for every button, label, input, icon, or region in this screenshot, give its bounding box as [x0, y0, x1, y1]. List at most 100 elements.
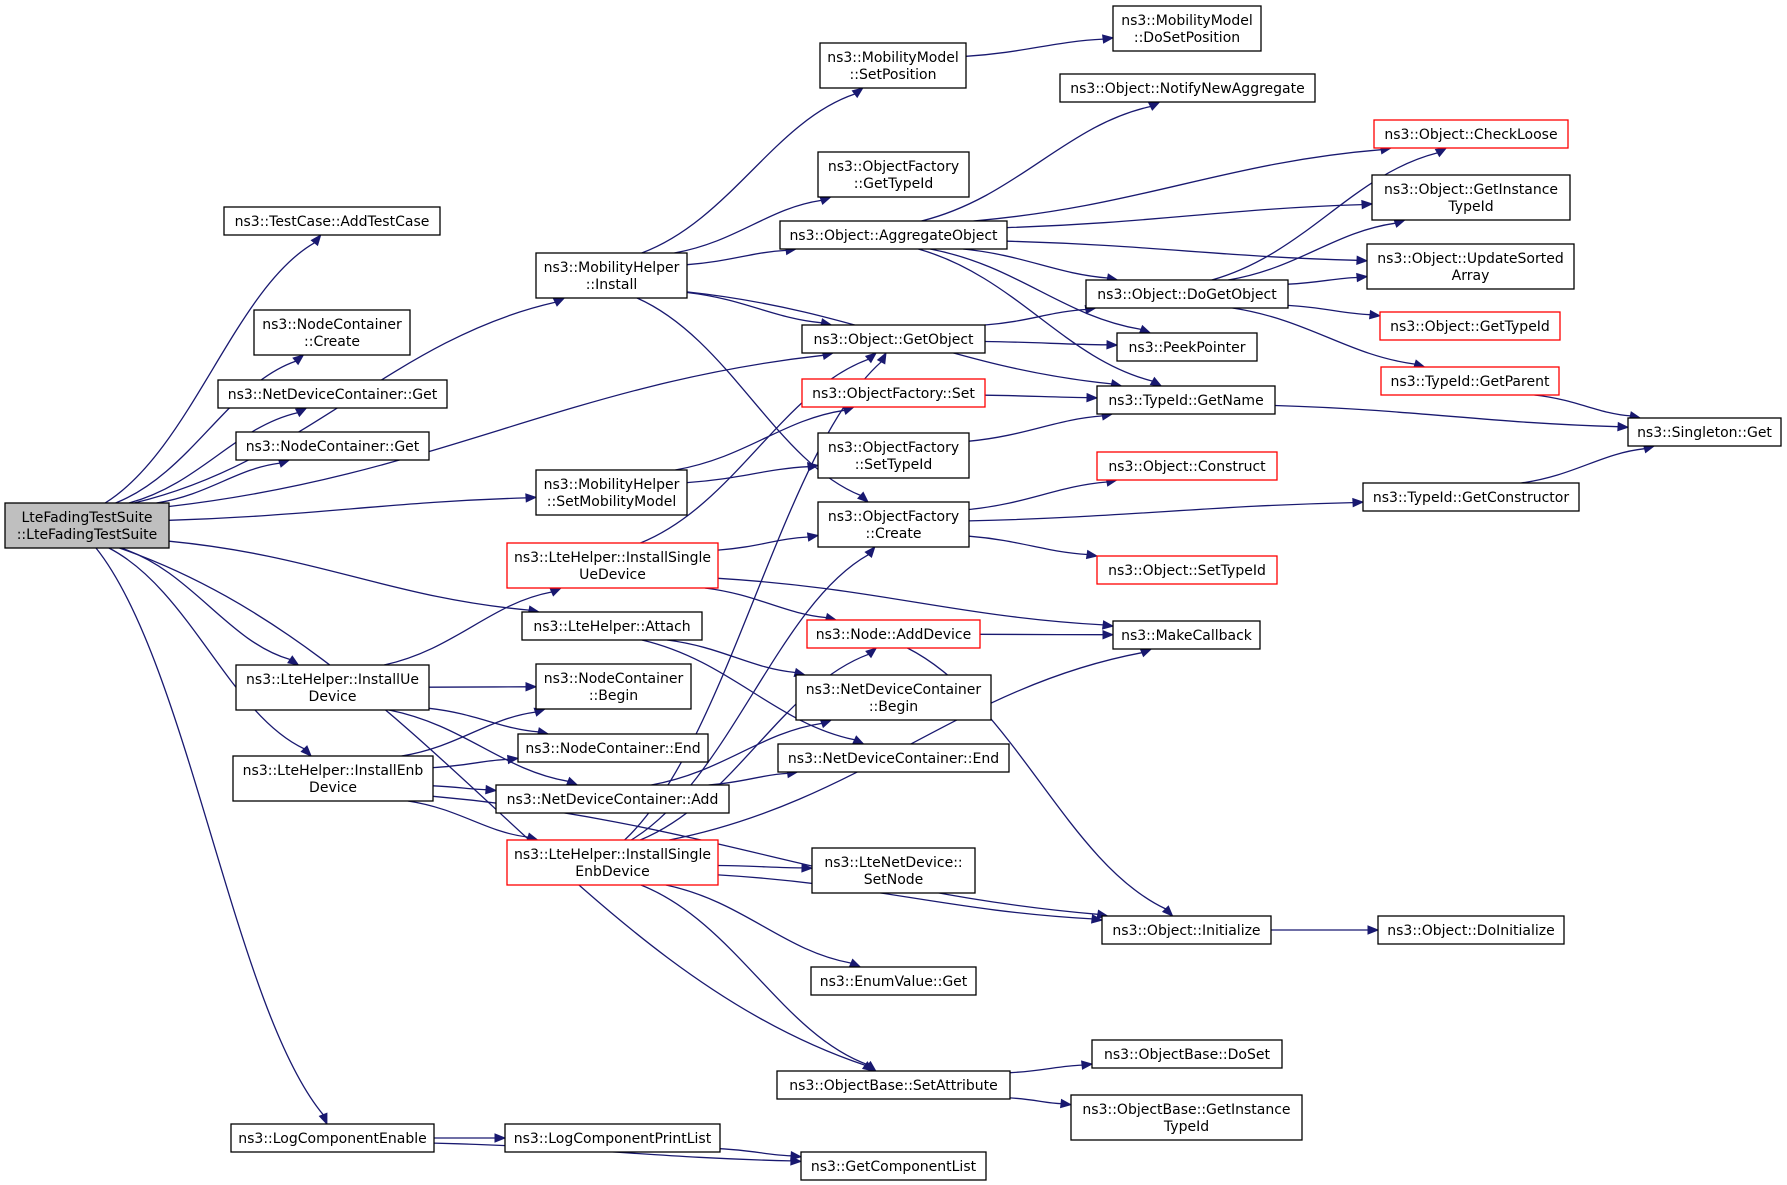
function-node-nodeContGet[interactable]: ns3::NodeContainer::Get: [235, 431, 430, 461]
function-node-mobilityInstall[interactable]: ns3::MobilityHelper::Install: [535, 252, 688, 299]
call-edge-logComponentEnable-to-logPrintList: [434, 1133, 507, 1143]
function-node-notifyNewAggregate[interactable]: ns3::Object::NotifyNewAggregate: [1059, 73, 1316, 103]
arrowhead-icon: [848, 958, 862, 968]
function-node-nodeContEnd[interactable]: ns3::NodeContainer::End: [517, 733, 709, 763]
function-node-label: ns3::Object::DoGetObject: [1097, 287, 1277, 303]
function-node-netDevContEnd[interactable]: ns3::NetDeviceContainer::End: [777, 743, 1010, 773]
function-node-obDoSet[interactable]: ns3::ObjectBase::DoSet: [1091, 1039, 1283, 1069]
call-edge-line: [1521, 448, 1645, 484]
function-node-label: ns3::ObjectFactory: [828, 509, 959, 525]
function-node-doInitialize[interactable]: ns3::Object::DoInitialize: [1377, 915, 1565, 945]
function-node-box: [1112, 5, 1262, 52]
arrowhead-icon: [1367, 925, 1380, 935]
call-edge-line: [115, 360, 296, 504]
function-node-lteNetDevSetNode[interactable]: ns3::LteNetDevice::SetNode: [811, 847, 976, 894]
function-node-objGetTypeId[interactable]: ns3::Object::GetTypeId: [1379, 311, 1561, 341]
call-edge-line: [968, 501, 1354, 522]
function-node-nodeContBegin[interactable]: ns3::NodeContainer::Begin: [535, 663, 692, 710]
call-edge-installEnbDevice-to-netDevContAdd: [432, 784, 498, 795]
call-edge-setAttribute-to-obDoSet: [1009, 1060, 1094, 1074]
function-node-objInitialize[interactable]: ns3::Object::Initialize: [1101, 915, 1272, 945]
function-node-aggregateObject[interactable]: ns3::Object::AggregateObject: [779, 220, 1008, 250]
call-edge-line: [973, 149, 1382, 222]
function-node-label: ns3::TypeId::GetName: [1108, 393, 1263, 409]
function-node-label: ns3::NetDeviceContainer::Get: [228, 387, 438, 403]
function-node-typeIdGetName[interactable]: ns3::TypeId::GetName: [1096, 385, 1276, 415]
function-node-netDevContBegin[interactable]: ns3::NetDeviceContainer::Begin: [795, 674, 992, 721]
function-node-label: ns3::Object::SetTypeId: [1108, 563, 1266, 579]
call-edge-installEnbDevice-to-installSingleEnb: [407, 800, 539, 842]
call-edge-line: [921, 105, 1151, 222]
function-node-ofGetTypeId[interactable]: ns3::ObjectFactory::GetTypeId: [817, 151, 970, 198]
function-node-enumValueGet[interactable]: ns3::EnumValue::Get: [810, 966, 977, 996]
arrowhead-icon: [864, 1060, 877, 1072]
function-node-attach[interactable]: ns3::LteHelper::Attach: [521, 611, 703, 641]
call-edge-installSingleEnb-to-lteNetDevSetNode: [717, 863, 814, 873]
function-node-netDevContAdd[interactable]: ns3::NetDeviceContainer::Add: [495, 784, 730, 814]
function-node-box: [800, 1151, 987, 1181]
function-node-box: [1112, 620, 1261, 650]
function-node-doGetObject[interactable]: ns3::Object::DoGetObject: [1085, 279, 1289, 309]
function-node-logComponentEnable[interactable]: ns3::LogComponentEnable: [230, 1123, 435, 1153]
function-node-label: ns3::LteHelper::InstallSingle: [514, 847, 711, 863]
function-node-label: ns3::ObjectBase::SetAttribute: [789, 1078, 997, 1094]
function-node-checkLoose[interactable]: ns3::Object::CheckLoose: [1373, 119, 1569, 149]
function-node-logPrintList[interactable]: ns3::LogComponentPrintList: [504, 1123, 721, 1153]
function-node-mmDoSetPosition[interactable]: ns3::MobilityModel::DoSetPosition: [1112, 5, 1262, 52]
function-node-nodeAddDevice[interactable]: ns3::Node::AddDevice: [806, 619, 981, 649]
function-node-box: [795, 674, 992, 721]
call-edge-typeIdGetConstructor-to-singletonGet: [1521, 444, 1656, 484]
function-node-singletonGet[interactable]: ns3::Singleton::Get: [1627, 417, 1782, 447]
function-node-nodeContainerCreate[interactable]: ns3::NodeContainer::Create: [253, 309, 411, 356]
function-node-typeIdGetConstructor[interactable]: ns3::TypeId::GetConstructor: [1362, 482, 1580, 512]
arrowhead-icon: [1161, 905, 1174, 917]
call-edge-line: [641, 93, 856, 254]
arrowhead-icon: [1106, 340, 1119, 350]
function-node-ofCreate[interactable]: ns3::ObjectFactory::Create: [817, 501, 970, 548]
call-edge-setAttribute-to-obGetInstanceTypeId: [1009, 1097, 1073, 1109]
function-node-netDevContGet[interactable]: ns3::NetDeviceContainer::Get: [217, 379, 448, 409]
function-node-mmSetPosition[interactable]: ns3::MobilityModel::SetPosition: [819, 42, 967, 89]
function-node-label: Array: [1452, 268, 1490, 284]
function-node-peekPointer[interactable]: ns3::PeekPointer: [1116, 332, 1258, 362]
arrowhead-icon: [842, 406, 856, 415]
function-node-box: [1380, 366, 1560, 396]
function-node-setMobilityModel[interactable]: ns3::MobilityHelper::SetMobilityModel: [535, 469, 688, 516]
function-node-ofSet[interactable]: ns3::ObjectFactory::Set: [801, 378, 986, 408]
function-node-addTestCase[interactable]: ns3::TestCase::AddTestCase: [223, 206, 441, 236]
function-node-label: ns3::NodeContainer: [262, 317, 402, 333]
call-edge-line: [686, 291, 822, 324]
arrowhead-icon: [1352, 497, 1365, 508]
call-edge-line: [963, 248, 1108, 279]
function-node-typeIdGetParent[interactable]: ns3::TypeId::GetParent: [1380, 366, 1560, 396]
call-edge-aggregateObject-to-objGetInstanceTypeId: [1006, 199, 1374, 229]
arrowhead-icon: [1102, 34, 1115, 44]
function-node-root[interactable]: LteFadingTestSuite::LteFadingTestSuite: [4, 502, 170, 549]
function-node-makeCallback[interactable]: ns3::MakeCallback: [1112, 620, 1261, 650]
function-node-box: [230, 1123, 435, 1153]
call-edge-doGetObject-to-checkLoose: [1211, 147, 1448, 281]
arrowhead-icon: [1356, 255, 1369, 266]
function-node-objSetTypeId[interactable]: ns3::Object::SetTypeId: [1096, 555, 1278, 585]
function-node-getComponentList[interactable]: ns3::GetComponentList: [800, 1151, 987, 1181]
call-edge-line: [407, 800, 529, 838]
call-edge-root-to-attach: [168, 540, 541, 615]
function-node-ofSetTypeId[interactable]: ns3::ObjectFactory::SetTypeId: [817, 432, 970, 479]
call-edge-installEnbDevice-to-nodeContEnd: [432, 754, 520, 769]
function-node-label: ns3::MobilityModel: [827, 50, 959, 66]
call-edge-line: [968, 535, 1088, 556]
function-node-objConstruct[interactable]: ns3::Object::Construct: [1096, 451, 1278, 481]
function-node-label: ::Begin: [869, 699, 918, 715]
function-node-getObject[interactable]: ns3::Object::GetObject: [801, 324, 986, 354]
call-edge-line: [641, 639, 855, 741]
function-node-box: [1377, 915, 1565, 945]
function-node-setAttribute[interactable]: ns3::ObjectBase::SetAttribute: [776, 1070, 1011, 1100]
call-edges: [95, 34, 1656, 1166]
